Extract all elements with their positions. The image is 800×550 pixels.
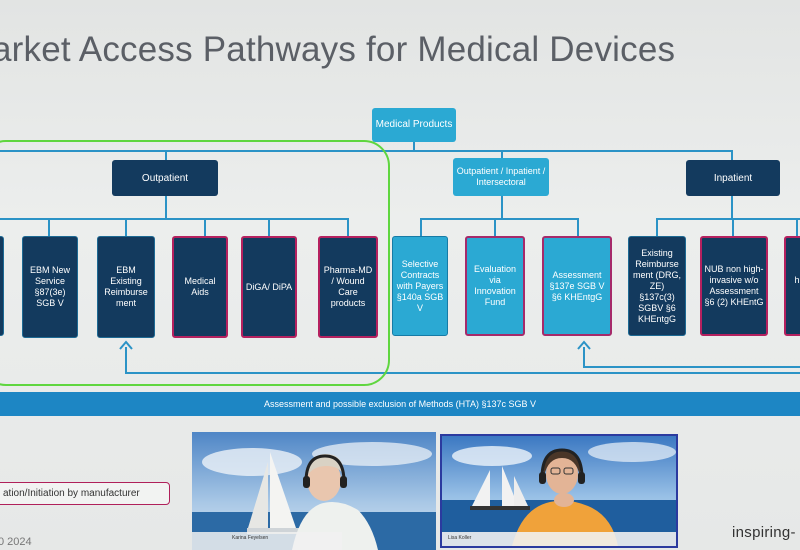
pathway-ebm-existing: EBM Existing Reimburse ment bbox=[97, 236, 155, 338]
participant-video-feed bbox=[442, 436, 676, 546]
pathway-existing-reimbursement: Existing Reimburse ment (DRG, ZE) §137c(… bbox=[628, 236, 686, 336]
pathway-ebm-new-service: EBM New Service §87(3e) SGB V bbox=[22, 236, 78, 338]
connector-line bbox=[656, 218, 800, 220]
video-tile-participant-1[interactable]: Karina Feyelsen bbox=[192, 432, 436, 550]
connector-line bbox=[732, 218, 734, 236]
connector-line bbox=[165, 150, 167, 160]
connector-line bbox=[165, 196, 167, 218]
participant-name-label: Lisa Koller bbox=[448, 535, 472, 541]
connector-line bbox=[577, 218, 579, 236]
copyright-year: 0 2024 bbox=[0, 536, 32, 548]
pathway-selective-contracts: Selective Contracts with Payers §140a SG… bbox=[392, 236, 448, 336]
brand-text: inspiring- bbox=[732, 524, 796, 541]
connector-line bbox=[731, 196, 733, 218]
category-outpatient: Outpatient bbox=[112, 160, 218, 196]
connector-line bbox=[268, 218, 270, 236]
pathway-diga-dipa: DiGA/ DiPA bbox=[241, 236, 297, 338]
connector-line bbox=[656, 218, 658, 236]
connector-line bbox=[347, 218, 349, 236]
pathway-innovation-fund: Evaluation via Innovation Fund bbox=[465, 236, 525, 336]
participant-video-feed bbox=[192, 432, 436, 550]
category-intersectoral: Outpatient / Inpatient / Intersectoral bbox=[453, 158, 549, 196]
connector-line bbox=[420, 218, 422, 236]
connector-line bbox=[48, 218, 50, 236]
connector-line bbox=[0, 218, 348, 220]
connector-line bbox=[501, 196, 503, 218]
slide-title: arket Access Pathways for Medical Device… bbox=[0, 30, 676, 69]
connector-line bbox=[420, 218, 578, 220]
feedback-line bbox=[125, 347, 127, 373]
connector-line bbox=[494, 218, 496, 236]
pathway-box-partial: hi A § bbox=[784, 236, 800, 336]
category-inpatient: Inpatient bbox=[686, 160, 780, 196]
connector-line bbox=[796, 218, 798, 236]
initiation-legend: ation/Initiation by manufacturer bbox=[0, 482, 170, 505]
video-tile-participant-2[interactable]: Lisa Koller bbox=[440, 434, 678, 548]
participant-name-label: Karina Feyelsen bbox=[232, 535, 269, 541]
connector-line bbox=[501, 150, 503, 158]
arrow-up-icon bbox=[119, 340, 133, 350]
pathway-box-partial bbox=[0, 236, 4, 336]
pathway-medical-aids: Medical Aids bbox=[172, 236, 228, 338]
outpatient-highlight-outline bbox=[0, 140, 390, 386]
connector-line bbox=[204, 218, 206, 236]
connector-line bbox=[125, 218, 127, 236]
arrow-up-icon bbox=[577, 340, 591, 350]
root-medical-products: Medical Products bbox=[372, 108, 456, 142]
pathway-nub: NUB non high-invasive w/o Assessment §6 … bbox=[700, 236, 768, 336]
feedback-line bbox=[125, 372, 800, 374]
connector-line bbox=[731, 150, 733, 160]
connector-line bbox=[413, 138, 415, 150]
hta-assessment-band: Assessment and possible exclusion of Met… bbox=[0, 392, 800, 416]
pathway-assessment-137e: Assessment §137e SGB V §6 KHEntgG bbox=[542, 236, 612, 336]
feedback-line bbox=[583, 347, 585, 367]
feedback-line bbox=[583, 366, 800, 368]
pathway-pharma-md: Pharma-MD / Wound Care products bbox=[318, 236, 378, 338]
